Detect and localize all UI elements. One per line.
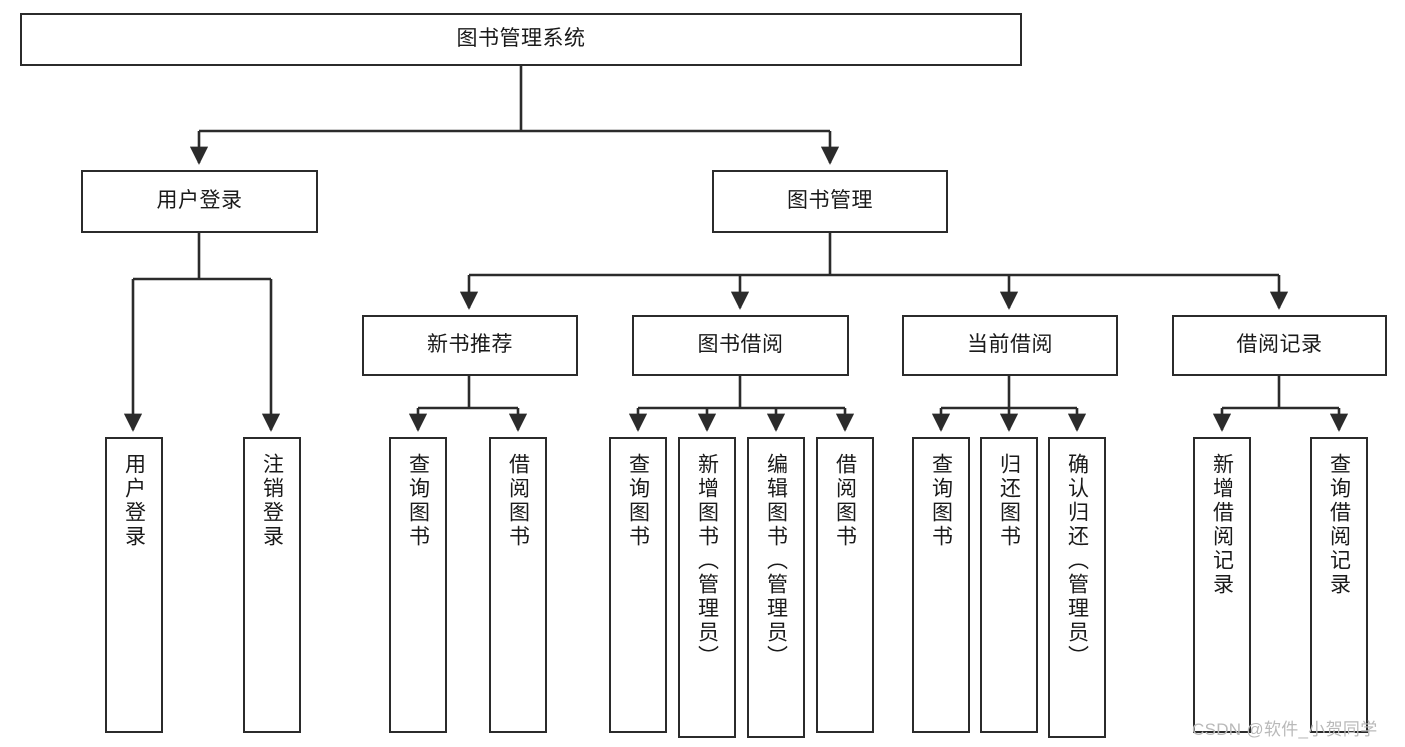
- node-leaf-borrow-book-1-label: 借阅图书: [506, 453, 530, 549]
- node-user-login-label: 用户登录: [156, 189, 243, 213]
- node-root-label: 图书管理系统: [456, 27, 586, 51]
- node-book-management-label: 图书管理: [787, 189, 873, 213]
- node-leaf-borrow-book-2[interactable]: 借阅图书: [816, 437, 874, 733]
- node-leaf-query-book-2-label: 查询图书: [626, 453, 650, 549]
- node-leaf-query-book-1-label: 查询图书: [406, 453, 430, 549]
- node-leaf-return-book-label: 归还图书: [997, 453, 1021, 549]
- node-leaf-borrow-book-1[interactable]: 借阅图书: [489, 437, 547, 733]
- node-borrow-record[interactable]: 借阅记录: [1172, 315, 1387, 376]
- node-leaf-confirm-return-admin-label: 确认归还（管理员）: [1065, 453, 1089, 669]
- node-current-borrow-label: 当前借阅: [967, 333, 1053, 357]
- node-leaf-edit-book-admin-label: 编辑图书（管理员）: [764, 453, 788, 669]
- node-current-borrow[interactable]: 当前借阅: [902, 315, 1118, 376]
- node-leaf-query-borrow-record[interactable]: 查询借阅记录: [1310, 437, 1368, 733]
- node-leaf-add-book-admin[interactable]: 新增图书（管理员）: [678, 437, 736, 738]
- node-root[interactable]: 图书管理系统: [20, 13, 1022, 66]
- node-leaf-query-book-2[interactable]: 查询图书: [609, 437, 667, 733]
- node-book-management[interactable]: 图书管理: [712, 170, 948, 233]
- node-leaf-user-login-label: 用户登录: [122, 453, 146, 549]
- node-leaf-add-book-admin-label: 新增图书（管理员）: [695, 453, 719, 669]
- node-leaf-edit-book-admin[interactable]: 编辑图书（管理员）: [747, 437, 805, 738]
- node-leaf-borrow-book-2-label: 借阅图书: [833, 453, 857, 549]
- node-new-book-recommend[interactable]: 新书推荐: [362, 315, 578, 376]
- node-leaf-add-borrow-record[interactable]: 新增借阅记录: [1193, 437, 1251, 733]
- node-leaf-confirm-return-admin[interactable]: 确认归还（管理员）: [1048, 437, 1106, 738]
- node-leaf-logout-login-label: 注销登录: [260, 453, 284, 549]
- node-leaf-user-login[interactable]: 用户登录: [105, 437, 163, 733]
- node-borrow-record-label: 借阅记录: [1236, 333, 1323, 357]
- watermark: CSDN @软件_小贺同学: [1192, 720, 1378, 739]
- node-new-book-recommend-label: 新书推荐: [427, 333, 513, 357]
- node-leaf-query-book-1[interactable]: 查询图书: [389, 437, 447, 733]
- node-leaf-query-book-3-label: 查询图书: [929, 453, 953, 549]
- node-leaf-logout-login[interactable]: 注销登录: [243, 437, 301, 733]
- node-leaf-add-borrow-record-label: 新增借阅记录: [1210, 453, 1234, 597]
- node-user-login[interactable]: 用户登录: [81, 170, 318, 233]
- node-leaf-query-book-3[interactable]: 查询图书: [912, 437, 970, 733]
- node-book-borrow[interactable]: 图书借阅: [632, 315, 849, 376]
- node-leaf-return-book[interactable]: 归还图书: [980, 437, 1038, 733]
- node-book-borrow-label: 图书借阅: [697, 333, 784, 357]
- node-leaf-query-borrow-record-label: 查询借阅记录: [1327, 453, 1351, 597]
